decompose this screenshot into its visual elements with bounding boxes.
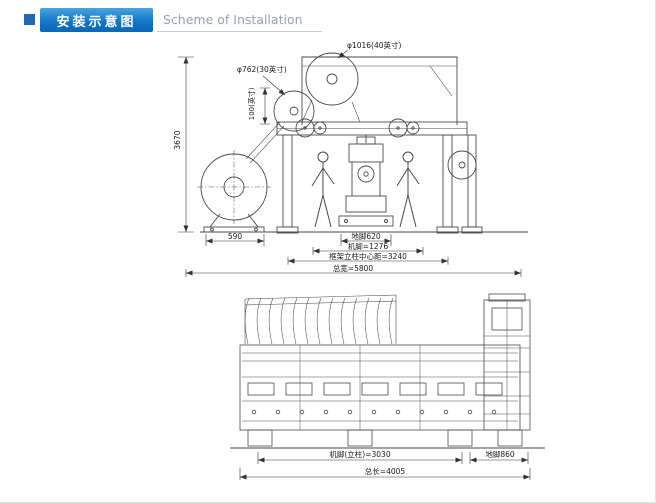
dim-label-total-width-5800: 总宽=5800: [332, 264, 374, 273]
dim-label-roller-1016: φ1016(40英寸): [347, 41, 402, 50]
page-subtitle: Scheme of Installation: [163, 12, 303, 27]
dim-label-foot-column-3030: 机脚(立柱)=3030: [329, 450, 391, 459]
dim-label-height-3670: 3670: [172, 130, 182, 150]
dim-label-anchor-620: 地脚620: [351, 232, 381, 241]
header-bullet-icon: [24, 14, 35, 25]
bottom-diagram-dimensions: [239, 452, 531, 480]
top-diagram-front-view: [197, 52, 528, 234]
bottom-diagram-side-view: [230, 293, 545, 449]
dim-label-total-length-4005: 总长=4005: [364, 467, 406, 476]
dim-label-anchor-860: 地脚860: [485, 450, 515, 459]
dim-label-roller-762: φ762(30英寸): [237, 65, 287, 74]
dim-label-column-center-3240: 框架立柱中心距=3240: [329, 252, 407, 261]
page-title: 安装示意图: [40, 8, 153, 32]
dim-label-foot-1276: 机脚=1276: [347, 242, 389, 251]
dim-label-inch-note: 100(英寸): [248, 87, 257, 121]
top-diagram-dimensions: [178, 49, 522, 277]
dim-label-590: 590: [227, 232, 243, 241]
header-divider: [157, 31, 322, 32]
